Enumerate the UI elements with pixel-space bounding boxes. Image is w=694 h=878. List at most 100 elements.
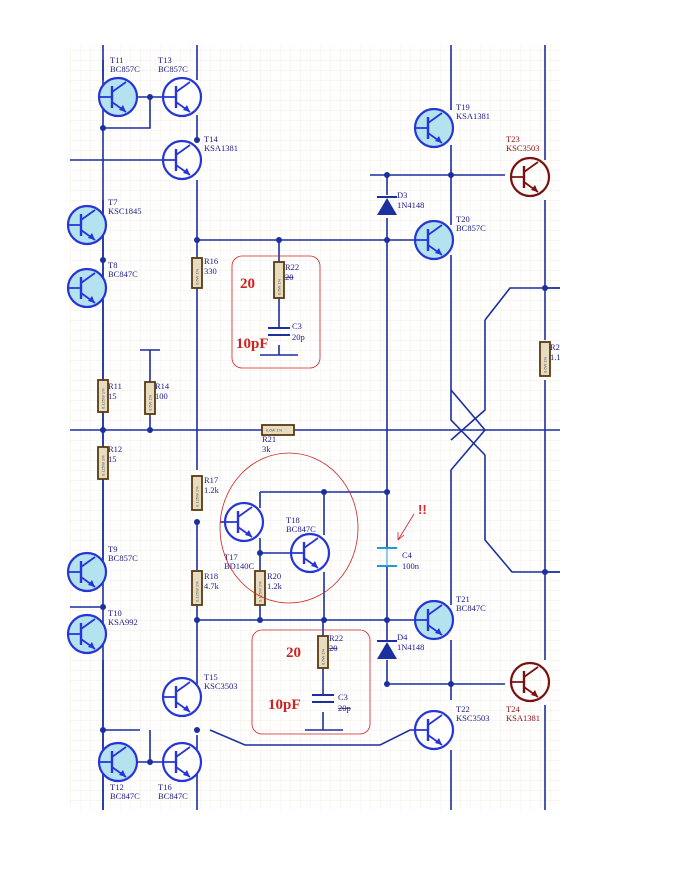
transistor-id: T24 bbox=[506, 704, 520, 714]
transistor-id: T23 bbox=[506, 134, 520, 144]
transistor-id: T10 bbox=[108, 608, 122, 618]
resistor-body-rating: 0.6W 1% bbox=[543, 356, 548, 373]
transistor-model: BC857C bbox=[108, 553, 138, 563]
schematic-sheet bbox=[70, 45, 560, 810]
transistor-id: T13 bbox=[158, 55, 172, 65]
bottom-r22-new-value: 20 bbox=[286, 645, 301, 661]
c3-bottom-value: 20p bbox=[338, 703, 351, 713]
resistor-value: 20 bbox=[329, 643, 338, 653]
resistor-id: R18 bbox=[204, 571, 218, 581]
transistor-model: BC847C bbox=[286, 524, 316, 534]
transistor-id: T16 bbox=[158, 782, 172, 792]
resistor-id: R22 bbox=[329, 633, 343, 643]
resistor-id: R2 bbox=[550, 342, 560, 352]
resistor-value: 20 bbox=[285, 272, 294, 282]
transistor-model: KSA1381 bbox=[204, 143, 238, 153]
diode-d4: D4 1N4148 bbox=[377, 632, 424, 659]
transistor-id: T21 bbox=[456, 594, 470, 604]
transistors: T11BC857CT13BC857CT14KSA1381T7KSC1845T8B… bbox=[66, 55, 551, 801]
transistor-model: KSC3503 bbox=[456, 713, 490, 723]
resistor-id: R21 bbox=[262, 434, 276, 444]
top-c3-new-value: 10pF bbox=[236, 336, 269, 352]
c3-top-value: 20p bbox=[292, 332, 305, 342]
resistor-value: 15 bbox=[108, 454, 117, 464]
transistor-model: KSC3503 bbox=[204, 681, 238, 691]
resistor-value: 4.7k bbox=[204, 581, 220, 591]
c4-attention-arrow bbox=[397, 513, 415, 541]
transistor-id: T8 bbox=[108, 260, 117, 270]
resistor-id: R11 bbox=[108, 381, 122, 391]
resistor-body-rating: 0.125W 1% bbox=[195, 486, 200, 507]
junctions bbox=[100, 94, 548, 765]
resistor-body-rating: 0.125W 1% bbox=[101, 455, 106, 476]
transistor-model: KSC3503 bbox=[506, 143, 540, 153]
resistor-id: R20 bbox=[267, 571, 281, 581]
resistor-body-rating: 0.6W 1% bbox=[195, 268, 200, 285]
resistor-value: 1.2k bbox=[267, 581, 283, 591]
resistor-value: 100 bbox=[155, 391, 168, 401]
transistor-model: BC857C bbox=[158, 64, 188, 74]
transistor-id: T20 bbox=[456, 214, 470, 224]
resistor-value: 330 bbox=[204, 266, 217, 276]
transistor-model: KSC1845 bbox=[108, 206, 142, 216]
transistor-model: BC847C bbox=[158, 791, 188, 801]
c3-bottom-id: C3 bbox=[338, 692, 348, 702]
resistor-id: R17 bbox=[204, 475, 218, 485]
resistor-id: R14 bbox=[155, 381, 170, 391]
capacitor-c3-bottom: C3 20p bbox=[312, 692, 351, 713]
c4-value: 100n bbox=[402, 561, 420, 571]
transistor-id: T12 bbox=[110, 782, 124, 792]
transistor-id: T14 bbox=[204, 134, 218, 144]
resistor-r2x: 0.6W 1%R21.1 bbox=[539, 341, 561, 377]
top-r22-new-value: 20 bbox=[240, 276, 255, 292]
transistor-id: T7 bbox=[108, 197, 117, 207]
resistor-body-rating: 0.125W 1% bbox=[195, 581, 200, 602]
transistor-model: BC847C bbox=[110, 791, 140, 801]
bottom-c3-new-value: 10pF bbox=[268, 697, 301, 713]
transistor-id: T19 bbox=[456, 102, 470, 112]
resistor-value: 1.2k bbox=[204, 485, 220, 495]
transistor-id: T9 bbox=[108, 544, 117, 554]
resistor-body-rating: 0.125W 1% bbox=[258, 581, 263, 602]
transistor-model: BC847C bbox=[456, 603, 486, 613]
transistor-id: T18 bbox=[286, 515, 300, 525]
c4-id: C4 bbox=[402, 550, 413, 560]
resistor-id: R12 bbox=[108, 444, 122, 454]
d4-id: D4 bbox=[397, 632, 408, 642]
transistor-model: KSA1381 bbox=[506, 713, 540, 723]
transistor-id: T22 bbox=[456, 704, 470, 714]
resistor-body-rating: 0.6W 1% bbox=[266, 428, 283, 433]
transistor-model: BC857C bbox=[456, 223, 486, 233]
transistor-model: BD140C bbox=[224, 561, 255, 571]
d3-model: 1N4148 bbox=[397, 200, 424, 210]
vbe-multiplier-circle bbox=[219, 452, 359, 604]
transistor-model: BC857C bbox=[110, 64, 140, 74]
transistor-id: T17 bbox=[224, 552, 238, 562]
transistor-model: BC847C bbox=[108, 269, 138, 279]
transistor-id: T15 bbox=[204, 672, 218, 682]
resistor-body-rating: 0.6W 1% bbox=[321, 648, 326, 665]
resistor-id: R22 bbox=[285, 262, 299, 272]
